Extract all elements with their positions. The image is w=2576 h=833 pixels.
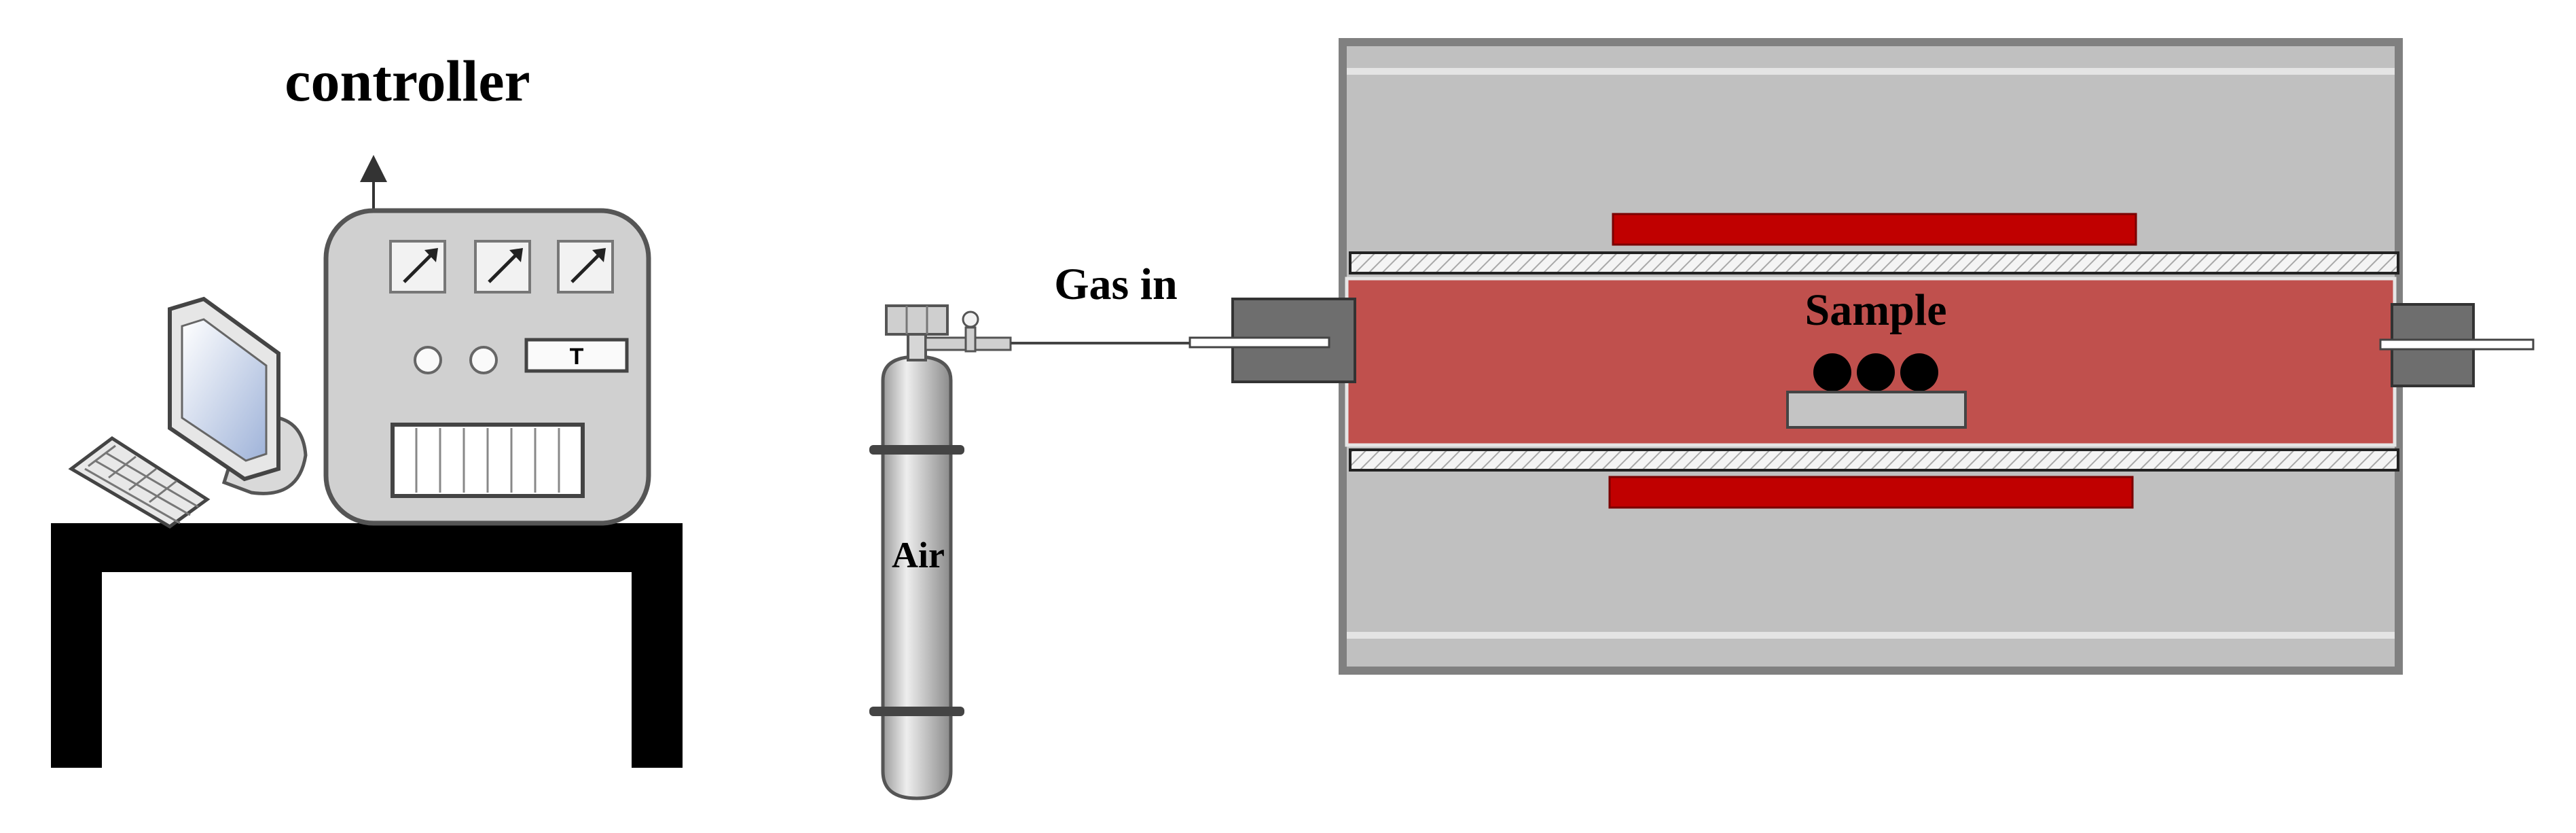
- air-cylinder: Air: [869, 304, 1012, 800]
- temperature-display: [524, 338, 629, 373]
- table-leg-left: [51, 523, 102, 768]
- controller-label: controller: [285, 48, 530, 113]
- table-top: [51, 523, 683, 564]
- heating-element-top: [1612, 213, 2137, 246]
- temperature-display-label: T: [570, 344, 584, 370]
- knob-icon: [469, 346, 498, 374]
- outlet-pipe: [2379, 338, 2535, 351]
- table-leg-right: [632, 523, 683, 768]
- cylinder-body: [881, 355, 953, 800]
- sample-pellets: [1813, 353, 1938, 391]
- heating-element-bottom: [1608, 476, 2134, 509]
- gauge-icon: [557, 240, 614, 294]
- monitor-icon: [168, 296, 280, 482]
- insulation-top: [1349, 251, 2399, 274]
- inlet-pipe: [1189, 336, 1330, 349]
- insulation-bottom: [1349, 448, 2399, 472]
- air-label: Air: [892, 535, 945, 575]
- gauge-icon: [474, 240, 531, 294]
- gas-in-label: Gas in: [1054, 260, 1178, 309]
- controller-panel: [391, 423, 585, 498]
- cylinder-neck: [907, 332, 927, 361]
- knob-icon: [414, 346, 442, 374]
- gauge-icon: [389, 240, 446, 294]
- controller-unit: controller T: [285, 48, 651, 526]
- valve-icon: [924, 311, 1012, 353]
- cylinder-valve-cap: [885, 304, 949, 336]
- tube-furnace: Sample: [1189, 38, 2535, 675]
- table: [51, 523, 683, 768]
- sample-boat: [1786, 391, 1967, 429]
- keyboard-icon: [68, 436, 211, 529]
- computer: [68, 296, 308, 529]
- sample-label: Sample: [1804, 285, 1946, 335]
